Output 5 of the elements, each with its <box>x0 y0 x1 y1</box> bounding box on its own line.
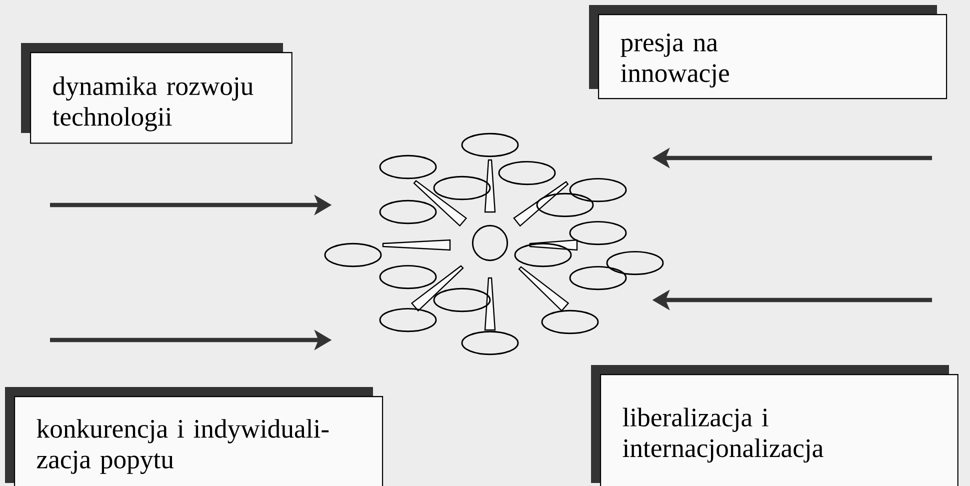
network-drawing <box>324 132 664 356</box>
factor-box: dynamika rozwoju technologii <box>21 43 292 144</box>
factor-box: presja na innowacje <box>589 5 948 100</box>
factor-box: liberalizacja i internacjonalizacja <box>591 365 958 486</box>
factor-box: konkurencja i indywiduali- zacja popytu <box>5 387 384 486</box>
